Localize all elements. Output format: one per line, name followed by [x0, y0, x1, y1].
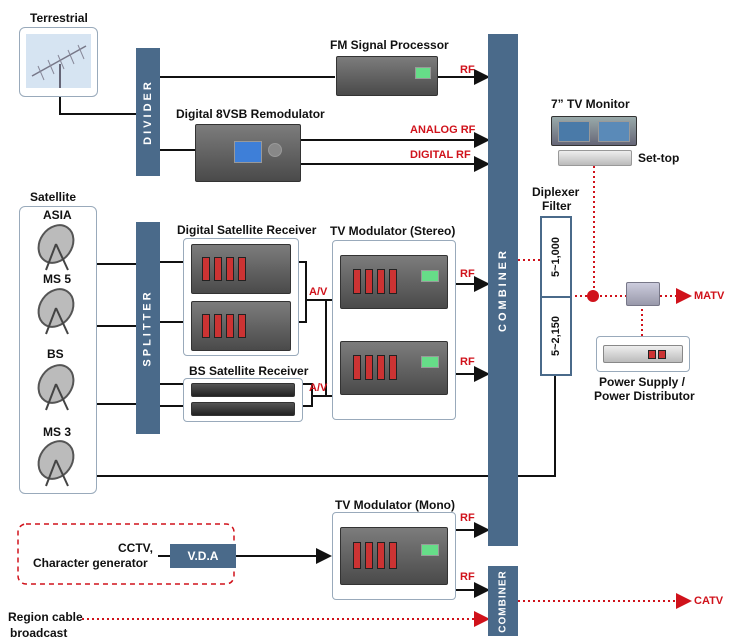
region-label-1: Region cable [8, 610, 83, 624]
terrestrial-label: Terrestrial [30, 11, 88, 25]
settop-device [558, 150, 632, 166]
power-label-1: Power Supply / [599, 375, 686, 389]
combiner-bar: COMBINER [488, 34, 518, 546]
receiver-unit [191, 244, 291, 294]
cctv-label-1: CCTV, [118, 541, 153, 555]
fm-processor-device [336, 56, 438, 96]
tap-device [626, 282, 660, 306]
power-label-2: Power Distributor [594, 389, 695, 403]
region-label-2: broadcast [10, 626, 68, 640]
dish-icon [37, 288, 75, 335]
bs-sat-receiver-box [183, 378, 303, 422]
modulator-unit [340, 527, 448, 585]
tv-monitor-label: 7” TV Monitor [551, 97, 630, 111]
rf-mono2-label: RF [460, 571, 475, 583]
tv-mod-stereo-box [332, 240, 456, 420]
combiner-small-label: COMBINER [497, 569, 509, 633]
digital-rf-label: DIGITAL RF [410, 149, 471, 161]
bs-label: BS [47, 347, 64, 361]
splitter-bar: SPLITTER [136, 222, 160, 434]
settop-label: Set-top [638, 151, 680, 165]
filter-lower-label: 5~2,150 [550, 315, 563, 357]
tv-mod-mono-box [332, 512, 456, 600]
dish-icon [37, 224, 75, 271]
ms3-label: MS 3 [43, 425, 72, 439]
diplexer-label-2: Filter [542, 199, 572, 213]
remodulator-label: Digital 8VSB Remodulator [176, 107, 325, 121]
vda-box: V.D.A [170, 544, 236, 568]
tv-mod-mono-label: TV Modulator (Mono) [335, 498, 455, 512]
av1-label: A/V [309, 286, 328, 298]
remodulator-device [195, 124, 301, 182]
diplexer-filter: 5~1,000 5~2,150 [540, 216, 572, 376]
matv-label: MATV [694, 290, 725, 302]
rf-mono1-label: RF [460, 512, 475, 524]
satellite-label: Satellite [30, 190, 77, 204]
modulator-unit [340, 255, 448, 309]
fm-processor-label: FM Signal Processor [330, 38, 449, 52]
vda-label: V.D.A [187, 549, 219, 563]
filter-upper-label: 5~1,000 [550, 236, 563, 278]
rf-fm-label: RF [460, 64, 475, 76]
antenna-icon [26, 34, 91, 88]
modulator-unit [340, 341, 448, 395]
combiner-small-bar: COMBINER [488, 566, 518, 636]
bs-sat-receiver-label: BS Satellite Receiver [189, 364, 309, 378]
tv-monitor-device [551, 116, 637, 146]
av2-label: A/V [309, 382, 328, 394]
receiver-unit [191, 301, 291, 351]
divider-label: DIVIDER [142, 79, 154, 145]
power-supply-box [596, 336, 690, 372]
ms5-label: MS 5 [43, 272, 72, 286]
divider-bar: DIVIDER [136, 48, 160, 176]
combiner-label: COMBINER [497, 248, 510, 332]
tv-mod-stereo-label: TV Modulator (Stereo) [330, 224, 456, 238]
terrestrial-antenna-box [19, 27, 98, 97]
splitter-label: SPLITTER [142, 289, 155, 367]
catv-label: CATV [694, 595, 724, 607]
analog-rf-label: ANALOG RF [410, 124, 476, 136]
rf-stereo1-label: RF [460, 268, 475, 280]
rf-stereo2-label: RF [460, 356, 475, 368]
digital-sat-receiver-label: Digital Satellite Receiver [177, 223, 317, 237]
dish-icon [37, 364, 75, 411]
asia-label: ASIA [43, 208, 72, 222]
diplexer-label-1: Diplexer [532, 185, 580, 199]
digital-sat-receiver-box [183, 238, 299, 356]
dish-icon [37, 440, 75, 487]
cctv-label-2: Character generator [33, 556, 148, 570]
